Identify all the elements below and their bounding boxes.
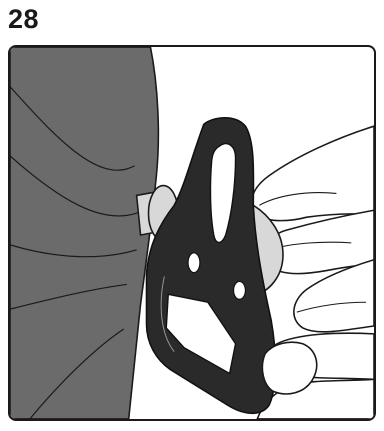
latch-button-icon xyxy=(188,253,200,273)
car-seat-shell-icon xyxy=(10,47,158,419)
seat-connector-latch-icon xyxy=(147,118,276,414)
illustration-frame xyxy=(8,45,376,421)
step-number: 28 xyxy=(8,2,39,36)
step-illustration xyxy=(10,47,374,419)
